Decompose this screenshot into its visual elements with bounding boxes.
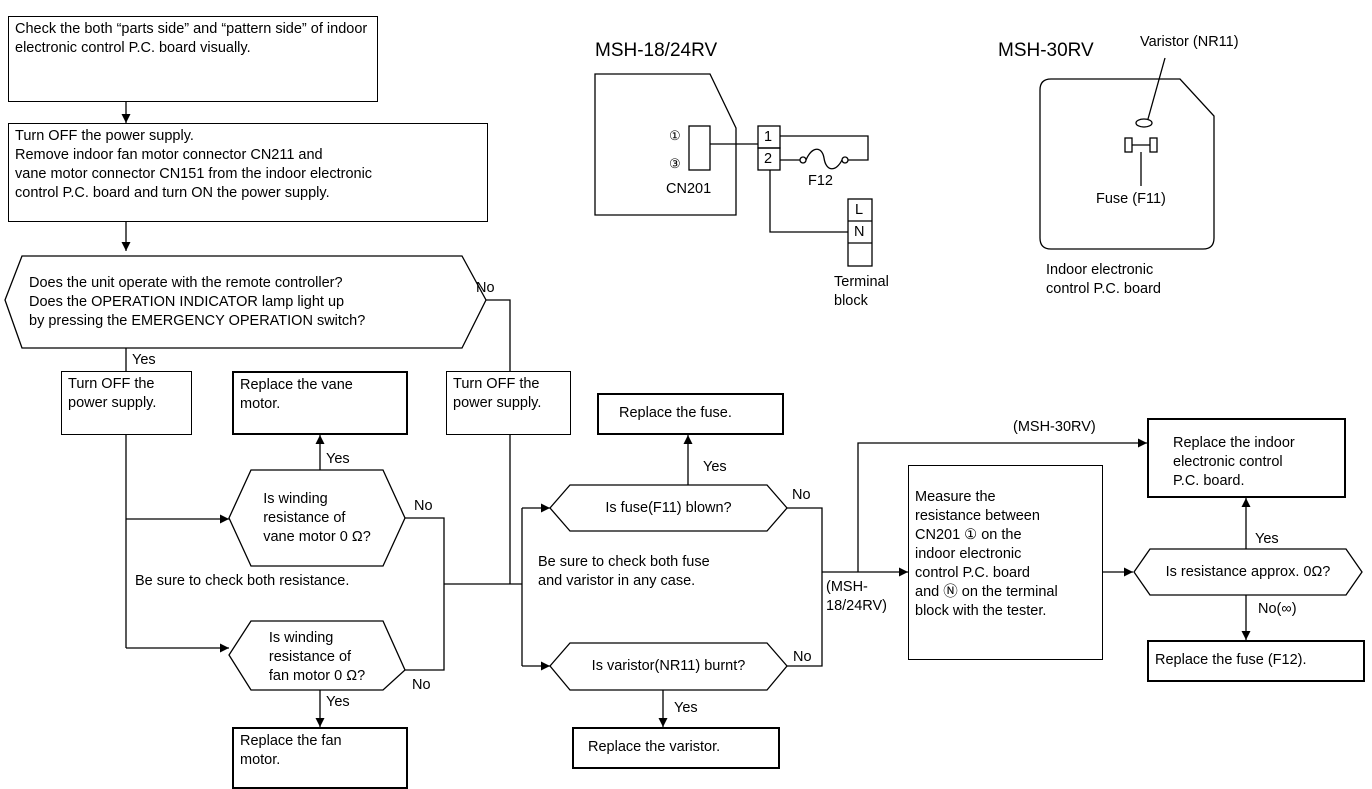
pin-1-label: ① bbox=[669, 128, 681, 143]
step-replace-fan: Replace the fan motor. bbox=[232, 727, 408, 789]
branch-no-label: No bbox=[412, 677, 431, 693]
varistor-nr11-symbol bbox=[1135, 118, 1153, 128]
terminal-2-label: 2 bbox=[764, 151, 773, 167]
terminal-2-box bbox=[757, 147, 781, 171]
fuse-f12-symbol bbox=[805, 148, 843, 170]
decision-varistor-text: Is varistor(NR11) burnt? bbox=[591, 658, 746, 674]
branch-msh1824-label: (MSH- 18/24RV) bbox=[826, 579, 887, 614]
step-turn-off-remove: Turn OFF the power supply. Remove indoor… bbox=[8, 123, 488, 222]
fuse-f11-label: Fuse (F11) bbox=[1096, 191, 1166, 207]
fuse-f12-label: F12 bbox=[808, 173, 833, 189]
note-check-fuse-varistor: Be sure to check both fuse and varistor … bbox=[538, 554, 710, 589]
step-replace-board: Replace the indoor electronic control P.… bbox=[1147, 418, 1346, 498]
terminal-block bbox=[847, 198, 873, 267]
board-outline-30 bbox=[1039, 78, 1215, 250]
branch-yes-label: Yes bbox=[132, 352, 156, 368]
step-measure-resistance: Measure the resistance between CN201 ① o… bbox=[908, 465, 1103, 660]
board-outline-1824 bbox=[594, 73, 737, 216]
branch-yes-label: Yes bbox=[326, 694, 350, 710]
model-label-30: MSH-30RV bbox=[998, 40, 1094, 61]
pin-3-label: ③ bbox=[669, 156, 681, 171]
connector-line bbox=[404, 584, 445, 671]
branch-no-infinity-label: No(∞) bbox=[1258, 601, 1297, 617]
branch-msh30-label: (MSH-30RV) bbox=[1013, 419, 1096, 435]
decision-fuse-blown bbox=[549, 484, 788, 532]
decision-unit-operates bbox=[4, 255, 487, 349]
decision-varistor-burnt bbox=[549, 642, 788, 691]
decision-fan-text: Is winding resistance of fan motor 0 Ω? bbox=[268, 629, 366, 684]
branch-yes-label: Yes bbox=[703, 459, 727, 475]
terminal-block-label: Terminal block bbox=[834, 274, 889, 309]
step-turn-off-mid: Turn OFF the power supply. bbox=[446, 371, 571, 435]
branch-no-label: No bbox=[793, 649, 812, 665]
fuse-f11-cap bbox=[1124, 137, 1133, 153]
decision-fan-resistance bbox=[228, 620, 406, 691]
decision-vane-resistance bbox=[228, 469, 406, 567]
terminal-1-label: 1 bbox=[764, 129, 773, 145]
connector-line bbox=[787, 572, 823, 667]
branch-yes-label: Yes bbox=[1255, 531, 1279, 547]
decision-vane-text: Is winding resistance of vane motor 0 Ω? bbox=[263, 490, 371, 545]
note-check-both-resistance: Be sure to check both resistance. bbox=[135, 573, 350, 589]
step-replace-vane: Replace the vane motor. bbox=[232, 371, 408, 435]
connector-cn201-label: CN201 bbox=[666, 181, 712, 197]
branch-no-label: No bbox=[414, 498, 433, 514]
step-turn-off-left: Turn OFF the power supply. bbox=[61, 371, 192, 435]
varistor-nr11-label: Varistor (NR11) bbox=[1140, 34, 1239, 50]
decision-fuse-text: Is fuse(F11) blown? bbox=[605, 499, 732, 516]
branch-no-label: No bbox=[792, 487, 811, 503]
step-replace-fuse-f12: Replace the fuse (F12). bbox=[1147, 640, 1365, 682]
leader-line bbox=[1147, 57, 1166, 120]
model-label-1824: MSH-18/24RV bbox=[595, 40, 718, 61]
wire bbox=[769, 170, 848, 233]
step-replace-fuse: Replace the fuse. bbox=[597, 393, 784, 435]
terminal-l-label: L bbox=[855, 202, 864, 218]
branch-yes-label: Yes bbox=[326, 451, 350, 467]
terminal-n-label: N bbox=[854, 224, 865, 240]
fuse-f11-cap bbox=[1149, 137, 1158, 153]
decision-resistance-zero bbox=[1133, 548, 1363, 596]
branch-yes-label: Yes bbox=[674, 700, 698, 716]
decision-unit-operates-text: Does the unit operate with the remote co… bbox=[29, 274, 366, 329]
step-check-visual: Check the both “parts side” and “pattern… bbox=[8, 16, 378, 102]
board-label-30: Indoor electronic control P.C. board bbox=[1046, 262, 1161, 297]
connector-line bbox=[404, 517, 445, 584]
decision-resistance-text: Is resistance approx. 0Ω? bbox=[1165, 563, 1331, 580]
fuse-contact bbox=[841, 156, 849, 164]
connector-line bbox=[787, 507, 823, 572]
fuse-contact bbox=[799, 156, 807, 164]
step-replace-varistor: Replace the varistor. bbox=[572, 727, 780, 769]
connector-line bbox=[857, 438, 1147, 572]
branch-no-label: No bbox=[476, 280, 495, 296]
connector-cn201 bbox=[688, 125, 711, 171]
wire bbox=[780, 135, 869, 161]
